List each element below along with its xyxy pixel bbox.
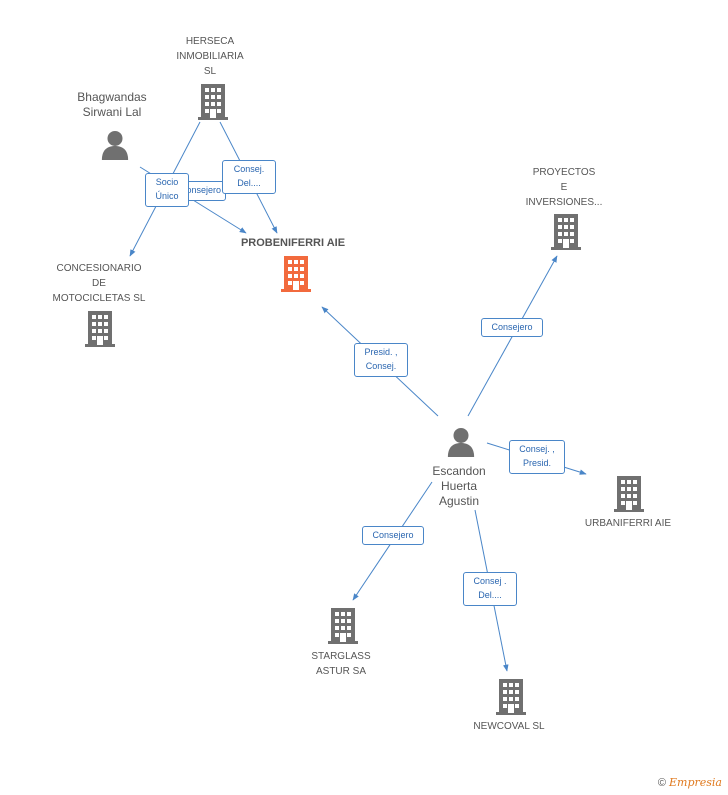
edge-label-consejero-proyectos: Consejero: [481, 318, 543, 337]
concesionario-label-line: DE: [92, 278, 106, 289]
herseca-label-line: HERSECA: [185, 36, 235, 47]
edge-label-text: Socio: [155, 177, 179, 187]
escandon-label-line: Escandon: [432, 464, 486, 478]
escandon-label-line: Huerta: [440, 479, 478, 493]
proyectos-label-line: PROYECTOS: [532, 167, 596, 178]
edge-label-consej-del-herseca: Consej. Del....: [222, 160, 276, 194]
edge-label-text: Consej.: [365, 361, 397, 371]
newcoval-building-icon[interactable]: [496, 679, 526, 715]
edge-label-text: Único: [155, 191, 179, 201]
concesionario-label[interactable]: CONCESIONARIO DE MOTOCICLETAS SL: [44, 261, 154, 306]
footer-credit[interactable]: © Empresia: [658, 776, 722, 789]
edge-label-consej-presid: Consej. , Presid.: [509, 440, 565, 474]
edge-label-text: Consej.: [233, 164, 265, 174]
probeniferri-label[interactable]: PROBENIFERRI AIE: [228, 236, 358, 251]
concesionario-building-icon[interactable]: [85, 311, 115, 347]
proyectos-label-line: E: [560, 182, 568, 193]
escandon-label-line: Agustin: [438, 494, 480, 508]
proyectos-label-line: INVERSIONES...: [525, 197, 603, 208]
edge-label-text: Consej .: [473, 576, 507, 586]
bhagwandas-label[interactable]: Bhagwandas Sirwani Lal: [62, 90, 162, 120]
edge-label-text: Consej. ,: [519, 444, 555, 454]
copyright-icon: ©: [657, 777, 666, 789]
herseca-label[interactable]: HERSECA INMOBILIARIA SL: [160, 34, 260, 79]
edge-label-consej-del-newcoval: Consej . Del....: [463, 572, 517, 606]
edge-label-text: Consejero: [491, 322, 533, 332]
proyectos-building-icon[interactable]: [551, 214, 581, 250]
herseca-label-line: SL: [203, 66, 217, 77]
herseca-building-icon[interactable]: [198, 84, 228, 120]
bhagwandas-label-line: Sirwani Lal: [82, 105, 142, 119]
edge-label-text: Consejero: [179, 185, 221, 195]
edge-label-text: Presid. ,: [364, 347, 398, 357]
edge-label-text: Del....: [478, 590, 502, 600]
herseca-label-line: INMOBILIARIA: [176, 51, 244, 62]
starglass-label[interactable]: STARGLASS ASTUR SA: [291, 649, 391, 679]
urbaniferri-label-line: URBANIFERRI AIE: [584, 518, 672, 529]
edge-label-consejero-starglass: Consejero: [362, 526, 424, 545]
urbaniferri-label[interactable]: URBANIFERRI AIE: [578, 516, 678, 531]
newcoval-label[interactable]: NEWCOVAL SL: [459, 719, 559, 734]
edge-label-text: Presid.: [522, 458, 551, 468]
probeniferri-building-icon[interactable]: [281, 256, 311, 292]
escandon-person-icon[interactable]: [447, 427, 475, 457]
edge-label-presid-consej: Presid. , Consej.: [354, 343, 408, 377]
starglass-label-line: STARGLASS: [311, 651, 371, 662]
brand-name: Empresia: [669, 776, 722, 789]
bhagwandas-label-line: Bhagwandas: [77, 90, 147, 104]
bhagwandas-person-icon[interactable]: [101, 130, 129, 160]
starglass-building-icon[interactable]: [328, 608, 358, 644]
proyectos-label[interactable]: PROYECTOS E INVERSIONES...: [514, 165, 614, 210]
starglass-label-line: ASTUR SA: [315, 666, 366, 677]
edge-label-text: Consejero: [372, 530, 414, 540]
probeniferri-label-line: PROBENIFERRI AIE: [240, 237, 346, 249]
newcoval-label-line: NEWCOVAL SL: [473, 721, 545, 732]
edge-label-text: Del....: [237, 178, 261, 188]
concesionario-label-line: MOTOCICLETAS SL: [52, 293, 146, 304]
escandon-label[interactable]: Escandon Huerta Agustin: [409, 464, 509, 509]
urbaniferri-building-icon[interactable]: [614, 476, 644, 512]
edge-label-socio-unico: Socio Único: [145, 173, 189, 207]
concesionario-label-line: CONCESIONARIO: [56, 263, 142, 274]
